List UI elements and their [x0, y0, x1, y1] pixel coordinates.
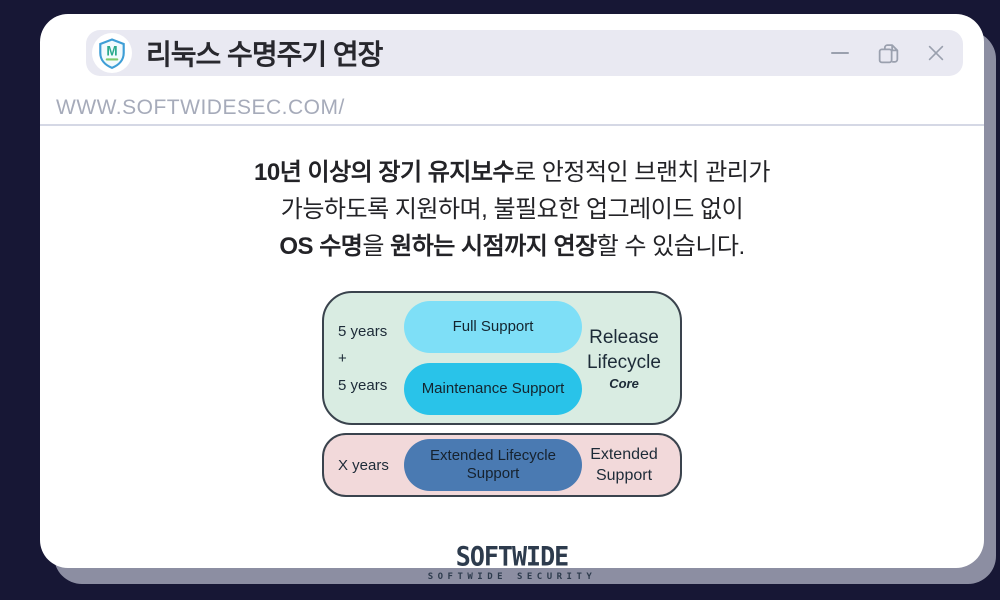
core-support-pills: Full Support Maintenance Support	[404, 301, 582, 415]
header-divider	[40, 124, 984, 126]
duration-x-years: X years	[338, 456, 389, 474]
intro-line3-rest: 할 수 있습니다.	[596, 233, 745, 260]
intro-line-3: OS 수명을 원하는 시점까지 연장할 수 있습니다.	[40, 228, 984, 265]
close-icon	[928, 45, 944, 61]
footer-brand: SOFTWIDE SOFTWIDE SECURITY	[40, 541, 984, 582]
intro-line3-bold1: OS 수명	[279, 233, 363, 260]
release-label-line2: Lifecycle	[587, 352, 661, 373]
release-label-line1: Release	[589, 327, 659, 348]
url-text: WWW.SOFTWIDESEC.COM/	[56, 96, 345, 119]
extended-pill-line2: Support	[466, 465, 520, 482]
intro-line-2: 가능하도록 지원하며, 불필요한 업그레이드 없이	[40, 191, 984, 228]
release-lifecycle-label: Release Lifecycle Core	[582, 325, 666, 391]
window-card: M 리눅스 수명주기 연장	[40, 14, 984, 582]
core-support-box: 5 years + 5 years Full Support Maintenan…	[322, 291, 682, 425]
intro-line1-rest: 로 안정적인 브랜치 관리가	[514, 159, 770, 186]
titlebar: M 리눅스 수명주기 연장	[86, 30, 963, 76]
window-controls	[828, 41, 947, 66]
brand-tagline: SOFTWIDE SECURITY	[427, 572, 597, 582]
extended-pill-line1: Extended Lifecycle	[430, 447, 556, 464]
intro-line3-mid: 을	[362, 233, 391, 260]
copy-pages-icon	[878, 43, 899, 63]
core-duration-labels: 5 years + 5 years	[338, 323, 404, 394]
extended-label-line2: Support	[595, 467, 653, 484]
extended-lifecycle-pill: Extended Lifecycle Support	[404, 439, 582, 491]
brand-wordmark: SOFTWIDE	[455, 541, 569, 572]
intro-text: 10년 이상의 장기 유지보수로 안정적인 브랜치 관리가 가능하도록 지원하며…	[40, 154, 984, 265]
lifecycle-diagram: 5 years + 5 years Full Support Maintenan…	[322, 291, 682, 497]
extended-support-box: X years Extended Lifecycle Support Exten…	[322, 433, 682, 497]
restore-button[interactable]	[876, 41, 901, 66]
intro-line1-bold: 10년 이상의 장기 유지보수	[254, 159, 515, 186]
duration-5-years-2: 5 years	[338, 376, 388, 394]
minimize-icon	[831, 52, 849, 54]
minimize-button[interactable]	[828, 41, 852, 65]
extended-support-label: Extended Support	[582, 444, 666, 486]
close-button[interactable]	[925, 42, 947, 64]
extended-pills: Extended Lifecycle Support	[404, 439, 582, 491]
extended-label-line1: Extended	[590, 446, 658, 463]
full-support-pill: Full Support	[404, 301, 582, 353]
intro-line3-bold2: 원하는 시점까지 연장	[390, 233, 597, 260]
address-bar: WWW.SOFTWIDESEC.COM/	[56, 96, 345, 120]
window-title: 리눅스 수명주기 연장	[146, 39, 383, 70]
shield-icon: M	[99, 38, 125, 70]
app-logo: M	[92, 33, 132, 73]
duration-5-years-1: 5 years	[338, 322, 388, 340]
plus-sign: +	[338, 349, 347, 367]
core-sublabel: Core	[609, 376, 639, 391]
svg-text:M: M	[106, 44, 117, 59]
intro-line-1: 10년 이상의 장기 유지보수로 안정적인 브랜치 관리가	[40, 154, 984, 191]
maintenance-support-pill: Maintenance Support	[404, 363, 582, 415]
intro-line2-text: 가능하도록 지원하며, 불필요한 업그레이드 없이	[280, 196, 744, 223]
